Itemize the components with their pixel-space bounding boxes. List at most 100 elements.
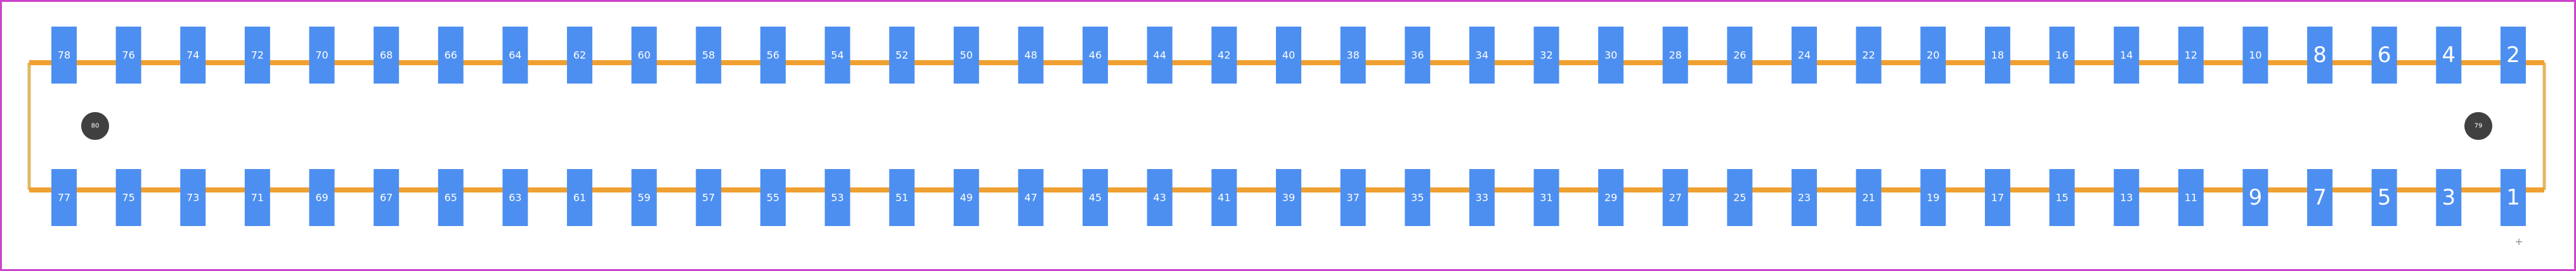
mounting-hole-80: 80 [81,112,109,140]
pad-shape [889,27,915,84]
top-pad-26[interactable]: 26 [1727,27,1753,84]
top-pad-30[interactable]: 30 [1598,27,1624,84]
top-pad-52[interactable]: 52 [889,27,915,84]
bottom-pad-39[interactable]: 39 [1275,169,1301,226]
pad-shape [502,27,528,84]
pad-label: 32 [1540,49,1552,61]
pad-label: 1 [2506,185,2520,210]
top-pad-74[interactable]: 74 [180,27,206,84]
top-pad-40[interactable]: 40 [1275,27,1301,84]
bottom-pad-23[interactable]: 23 [1792,169,1818,226]
bottom-pad-9[interactable]: 9 [2242,169,2268,226]
pad-shape [760,27,786,84]
bottom-pad-73[interactable]: 73 [180,169,206,226]
bottom-pad-33[interactable]: 33 [1469,169,1495,226]
top-pad-6[interactable]: 6 [2371,27,2397,84]
bottom-pad-51[interactable]: 51 [889,169,915,226]
top-pad-4[interactable]: 4 [2436,27,2462,84]
top-pad-42[interactable]: 42 [1211,27,1237,84]
pad-label: 5 [2378,185,2391,210]
bottom-pad-75[interactable]: 75 [115,169,141,226]
top-pad-58[interactable]: 58 [696,27,722,84]
bottom-pad-47[interactable]: 47 [1018,169,1044,226]
bottom-pad-57[interactable]: 57 [696,169,722,226]
bottom-pad-35[interactable]: 35 [1405,169,1431,226]
top-pad-28[interactable]: 28 [1662,27,1688,84]
top-pad-22[interactable]: 22 [1856,27,1882,84]
top-pad-72[interactable]: 72 [244,27,270,84]
top-pad-34[interactable]: 34 [1469,27,1495,84]
hole-shape [2464,112,2492,140]
bottom-pad-7[interactable]: 7 [2307,169,2333,226]
top-pad-32[interactable]: 32 [1533,27,1559,84]
bottom-pad-21[interactable]: 21 [1856,169,1882,226]
pad-shape [631,169,657,226]
bottom-pad-61[interactable]: 61 [567,169,593,226]
top-pad-66[interactable]: 66 [438,27,464,84]
pad-label: 66 [445,49,457,61]
top-pad-38[interactable]: 38 [1340,27,1366,84]
pad-shape [631,27,657,84]
bottom-pad-5[interactable]: 5 [2371,169,2397,226]
top-pad-50[interactable]: 50 [953,27,979,84]
top-pad-10[interactable]: 10 [2242,27,2268,84]
bottom-pad-27[interactable]: 27 [1662,169,1688,226]
bottom-pad-11[interactable]: 11 [2178,169,2204,226]
top-pad-46[interactable]: 46 [1083,27,1109,84]
top-pad-76[interactable]: 76 [115,27,141,84]
bottom-pad-15[interactable]: 15 [2049,169,2075,226]
top-pad-14[interactable]: 14 [2114,27,2140,84]
top-pad-44[interactable]: 44 [1147,27,1173,84]
bottom-pad-77[interactable]: 77 [51,169,77,226]
top-pad-8[interactable]: 8 [2307,27,2333,84]
bottom-pad-71[interactable]: 71 [244,169,270,226]
hole-label: 80 [91,123,100,130]
pad-label: 64 [509,49,521,61]
bottom-pad-59[interactable]: 59 [631,169,657,226]
bottom-pad-1[interactable]: 1 [2500,169,2526,226]
bottom-pad-65[interactable]: 65 [438,169,464,226]
top-pad-78[interactable]: 78 [51,27,77,84]
bottom-pad-17[interactable]: 17 [1984,169,2010,226]
top-pad-64[interactable]: 64 [502,27,528,84]
top-pad-70[interactable]: 70 [309,27,335,84]
bottom-pad-41[interactable]: 41 [1211,169,1237,226]
top-pad-24[interactable]: 24 [1792,27,1818,84]
bottom-pad-37[interactable]: 37 [1340,169,1366,226]
bottom-pad-45[interactable]: 45 [1083,169,1109,226]
pad-label: 60 [637,49,650,61]
top-pad-20[interactable]: 20 [1920,27,1946,84]
pad-shape [1405,169,1431,226]
top-pad-16[interactable]: 16 [2049,27,2075,84]
top-pad-54[interactable]: 54 [824,27,850,84]
top-pad-62[interactable]: 62 [567,27,593,84]
pad-label: 35 [1411,192,1424,204]
bottom-pad-49[interactable]: 49 [953,169,979,226]
top-pad-36[interactable]: 36 [1405,27,1431,84]
top-pad-48[interactable]: 48 [1018,27,1044,84]
bottom-pad-19[interactable]: 19 [1920,169,1946,226]
top-pad-2[interactable]: 2 [2500,27,2526,84]
pad-label: 73 [186,192,199,204]
bottom-pad-43[interactable]: 43 [1147,169,1173,226]
bottom-pad-25[interactable]: 25 [1727,169,1753,226]
top-pad-68[interactable]: 68 [374,27,400,84]
bottom-pad-67[interactable]: 67 [374,169,400,226]
bottom-pad-55[interactable]: 55 [760,169,786,226]
bottom-pad-31[interactable]: 31 [1533,169,1559,226]
pad-shape [1920,169,1946,226]
bottom-pad-13[interactable]: 13 [2114,169,2140,226]
bottom-pad-69[interactable]: 69 [309,169,335,226]
top-pad-56[interactable]: 56 [760,27,786,84]
bottom-pad-29[interactable]: 29 [1598,169,1624,226]
pad-shape [2307,169,2333,226]
top-pad-60[interactable]: 60 [631,27,657,84]
top-pad-18[interactable]: 18 [1984,27,2010,84]
bottom-pad-53[interactable]: 53 [824,169,850,226]
top-pad-12[interactable]: 12 [2178,27,2204,84]
bottom-pad-3[interactable]: 3 [2436,169,2462,226]
bottom-pad-63[interactable]: 63 [502,169,528,226]
pad-shape [1533,169,1559,226]
